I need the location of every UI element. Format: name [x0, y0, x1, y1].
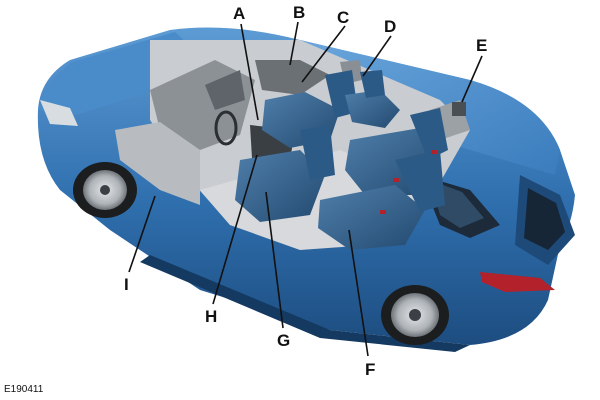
wheel-front: [73, 162, 137, 218]
leader-f: [348, 229, 369, 357]
leader-a: [240, 23, 259, 121]
callout-f: F: [365, 360, 375, 379]
callout-labels: A B C D E F G H I: [124, 3, 487, 379]
callout-g: G: [277, 331, 290, 350]
callout-h: H: [205, 307, 217, 326]
leader-d: [362, 35, 392, 77]
seats: [235, 70, 448, 250]
leader-c: [301, 25, 346, 83]
leader-h: [212, 154, 258, 305]
leader-i: [128, 195, 156, 273]
leader-g: [265, 191, 284, 329]
callout-i: I: [124, 275, 129, 294]
leader-lines: [128, 21, 483, 357]
callout-b: B: [293, 3, 305, 22]
callout-e: E: [476, 36, 487, 55]
wheel-rear: [381, 285, 449, 345]
leader-b: [289, 21, 299, 66]
callout-c: C: [337, 8, 349, 27]
figure-id: E190411: [4, 384, 44, 395]
leader-e: [461, 55, 483, 103]
callout-a: A: [233, 4, 245, 23]
callout-d: D: [384, 17, 396, 36]
